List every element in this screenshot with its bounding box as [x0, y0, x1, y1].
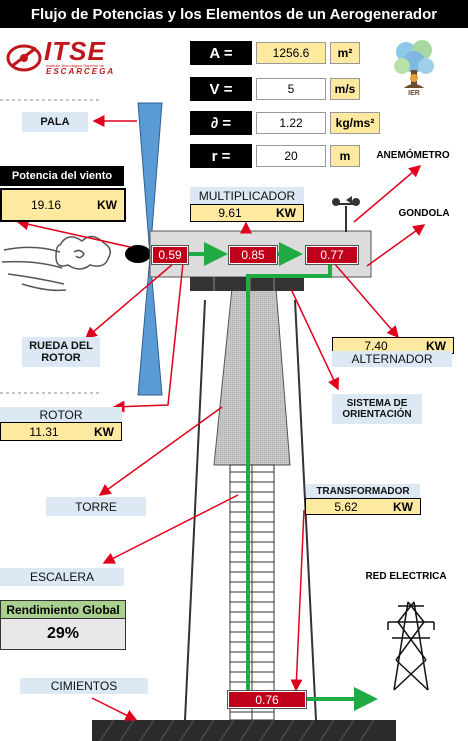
param-value[interactable]: 20 — [256, 145, 326, 167]
itse-subtitle: Instituto Tecnológico Superior de — [46, 63, 104, 68]
value-rendimiento-global: 29% — [0, 618, 126, 650]
box-potencia-viento: 19.16 KW — [0, 188, 126, 222]
tower-upper — [213, 287, 291, 466]
wind-icon — [1, 235, 111, 292]
label-gondola: GONDOLA — [398, 208, 450, 219]
blade-upper — [137, 102, 163, 257]
arrow-sistema — [290, 288, 339, 391]
label-transformador: TRANSFORMADOR — [306, 484, 420, 498]
label-cimientos: CIMIENTOS — [20, 678, 148, 694]
param-unit: m² — [330, 42, 360, 64]
page-title: Flujo de Potencias y los Elementos de un… — [0, 0, 468, 28]
itse-logo: ITSE Instituto Tecnológico Superior de E… — [6, 36, 126, 78]
param-unit: m/s — [330, 78, 360, 100]
unit-rotor: KW — [94, 424, 114, 439]
hub — [125, 245, 151, 263]
param-label: A = — [190, 41, 252, 65]
value-multiplicador: 9.61 — [218, 206, 242, 220]
param-unit: kg/ms² — [330, 112, 380, 134]
itse-emblem-icon — [6, 44, 42, 72]
tower-pillar — [184, 299, 206, 721]
arrow-gondola — [366, 224, 426, 267]
arrow-anemometro — [353, 165, 422, 223]
unit-potencia-viento: KW — [97, 198, 117, 212]
eff-multiplicador: 0.85 — [228, 245, 278, 265]
param-radius: r = 20 m — [190, 144, 360, 168]
itse-name: ITSE — [44, 36, 106, 66]
eff-transformador: 0.76 — [227, 690, 307, 709]
ier-text: IER — [408, 90, 420, 97]
label-alternador: ALTERNADOR — [332, 351, 452, 367]
tree-icon — [394, 40, 434, 88]
label-potencia-viento: Potencia del viento — [0, 166, 124, 186]
param-label: ∂ = — [190, 111, 252, 135]
value-transformador: 5.62 — [334, 499, 358, 514]
param-value[interactable]: 1.22 — [256, 112, 326, 134]
box-rotor: 11.31 KW — [0, 422, 122, 441]
arrow-rotor — [112, 262, 184, 413]
unit-alternador: KW — [426, 338, 446, 353]
eff-rotor: 0.59 — [151, 245, 189, 265]
ier-logo: IER — [388, 36, 440, 106]
label-rendimiento-global: Rendimiento Global — [0, 600, 126, 619]
unit-multiplicador: KW — [276, 206, 296, 220]
flow-line-down — [246, 263, 332, 690]
value-rotor: 11.31 — [29, 424, 59, 439]
itse-place: ESCARCEGA — [46, 67, 116, 76]
label-anemometro: ANEMÓMETRO — [376, 150, 450, 161]
blade-lower — [137, 255, 163, 396]
param-label: V = — [190, 77, 252, 101]
label-multiplicador: MULTIPLICADOR — [190, 187, 304, 204]
arrow-cimientos — [91, 697, 138, 721]
foundation-hatch — [99, 719, 375, 741]
label-sistema-orientacion: SISTEMA DE ORIENTACIÓN — [332, 394, 422, 424]
arrow-torre — [98, 406, 223, 496]
arrow-transformador — [290, 509, 305, 692]
param-value[interactable]: 5 — [256, 78, 326, 100]
label-rotor: ROTOR — [0, 407, 122, 422]
unit-transformador: KW — [393, 499, 413, 514]
label-rueda-rotor: RUEDA DEL ROTOR — [22, 337, 100, 367]
param-area: A = 1256.6 m² — [190, 41, 360, 65]
label-escalera: ESCALERA — [0, 568, 124, 586]
arrow-alternador — [333, 262, 399, 339]
arrow-viento — [16, 218, 131, 248]
value-alternador: 7.40 — [364, 338, 388, 353]
param-value[interactable]: 1256.6 — [256, 42, 326, 64]
param-density: ∂ = 1.22 kg/ms² — [190, 111, 380, 135]
label-pala: PALA — [22, 112, 88, 132]
param-velocity: V = 5 m/s — [190, 77, 360, 101]
box-multiplicador: 9.61 KW — [190, 204, 304, 222]
power-tower-icon — [387, 601, 435, 691]
arrow-escalera — [102, 494, 239, 564]
foundation — [92, 720, 396, 741]
eff-alternador: 0.77 — [305, 245, 359, 265]
label-torre: TORRE — [46, 497, 146, 516]
param-unit: m — [330, 145, 360, 167]
param-label: r = — [190, 144, 252, 168]
box-transformador: 5.62 KW — [305, 498, 421, 515]
anemometer-icon — [332, 196, 360, 232]
value-potencia-viento: 19.16 — [30, 198, 62, 212]
arrow-rueda — [84, 262, 175, 339]
label-red-electrica: RED ELECTRICA — [365, 571, 447, 582]
